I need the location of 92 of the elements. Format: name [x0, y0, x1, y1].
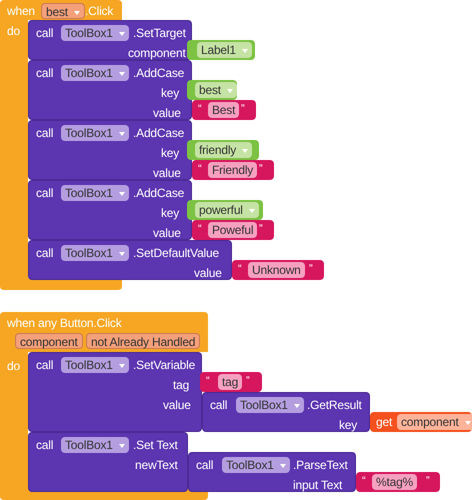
text-string-block	[356, 472, 440, 492]
block-label: .Click	[85, 3, 114, 19]
method-call-block	[28, 20, 192, 60]
dropdown-field: best	[195, 82, 237, 98]
dropdown-field: ToolBox1	[61, 65, 129, 81]
block-label: call	[36, 437, 54, 453]
block-label: .GetResult	[307, 397, 362, 413]
block-label: call	[36, 65, 54, 81]
dropdown-field: ToolBox1	[222, 457, 290, 473]
string-value: Unknown	[248, 262, 305, 278]
block-label: value	[153, 225, 181, 241]
block-label: call	[36, 357, 54, 373]
block-label: value	[163, 397, 191, 413]
block-label: key	[161, 145, 180, 161]
dropdown-field: ToolBox1	[61, 25, 129, 41]
dropdown-field: Label1	[197, 42, 252, 58]
method-call-block	[28, 120, 192, 180]
text-string-block	[192, 220, 274, 240]
quote-mark: “	[198, 222, 202, 237]
string-value: Best	[208, 102, 240, 118]
dropdown-field: component	[397, 414, 472, 430]
string-value: tag	[218, 374, 242, 390]
block-label: tag	[173, 377, 190, 393]
block-label: key	[161, 85, 180, 101]
dropdown-field: ToolBox1	[61, 185, 129, 201]
dropdown-field: powerful	[195, 202, 259, 218]
block-label: value	[194, 265, 222, 281]
block-label: do	[7, 358, 20, 374]
dropdown-field: ToolBox1	[61, 357, 129, 373]
block-label: get	[376, 414, 392, 430]
component-block	[187, 80, 237, 100]
block-label: .Set Text	[133, 437, 178, 453]
block-label: call	[196, 457, 214, 473]
block-label: call	[210, 397, 228, 413]
quote-mark: ”	[246, 374, 250, 389]
block-label: call	[36, 245, 54, 261]
get-variable-block	[370, 412, 472, 432]
dropdown-field: best	[41, 3, 85, 19]
string-value: Poweful	[208, 222, 258, 238]
block-label: key	[161, 205, 180, 221]
string-value: %tag%	[372, 474, 418, 490]
block-label: call	[36, 25, 54, 41]
text-string-block	[192, 160, 274, 180]
quote-mark: ”	[241, 102, 244, 117]
method-call-block	[28, 60, 192, 120]
method-call-block	[28, 240, 232, 280]
quote-mark: ”	[426, 474, 430, 489]
block-label: key	[339, 417, 358, 433]
dropdown-field: ToolBox1	[61, 437, 129, 453]
method-call-block	[28, 180, 192, 240]
block-label: .ParseText	[293, 457, 348, 473]
text-string-block	[232, 260, 324, 280]
quote-mark: “	[238, 262, 242, 277]
block-label: when any Button.Click	[7, 315, 122, 331]
block-label: .SetVariable	[133, 357, 196, 373]
parameter-label: component	[15, 333, 83, 349]
dropdown-field: ToolBox1	[61, 245, 129, 261]
block-label: call	[36, 125, 54, 141]
text-string-block	[192, 100, 256, 120]
block-label: value	[153, 165, 181, 181]
component-block	[187, 200, 263, 220]
block-label: .AddCase	[133, 125, 184, 141]
block-label: input Text	[293, 477, 342, 493]
component-block	[187, 40, 255, 60]
quote-mark: “	[362, 474, 366, 489]
quote-mark: ”	[259, 162, 262, 177]
block-label: when	[7, 3, 35, 19]
block-label: component	[128, 45, 186, 61]
block-label: .SetDefaultValue	[133, 245, 219, 261]
method-call-block	[202, 392, 370, 432]
method-call-block	[28, 432, 188, 492]
block-label: .AddCase	[133, 185, 184, 201]
block-label: do	[7, 23, 20, 39]
quote-mark: “	[198, 162, 202, 177]
string-value: Friendly	[208, 162, 258, 178]
component-block	[187, 140, 259, 160]
dropdown-field: ToolBox1	[236, 397, 304, 413]
dropdown-field: friendly	[195, 142, 252, 158]
method-call-block	[188, 452, 356, 492]
quote-mark: ”	[309, 262, 312, 277]
quote-mark: “	[198, 102, 202, 117]
parameter-label: not Already Handled	[86, 333, 200, 349]
quote-mark: “	[206, 374, 210, 389]
block-label: newText	[135, 457, 178, 473]
dropdown-field: ToolBox1	[61, 125, 129, 141]
method-call-block	[28, 352, 202, 432]
block-label: .AddCase	[133, 65, 184, 81]
block-label: value	[153, 105, 181, 121]
block-label: .SetTarget	[133, 25, 186, 41]
text-string-block	[200, 372, 262, 392]
block-label: call	[36, 185, 54, 201]
quote-mark: ”	[259, 222, 262, 237]
